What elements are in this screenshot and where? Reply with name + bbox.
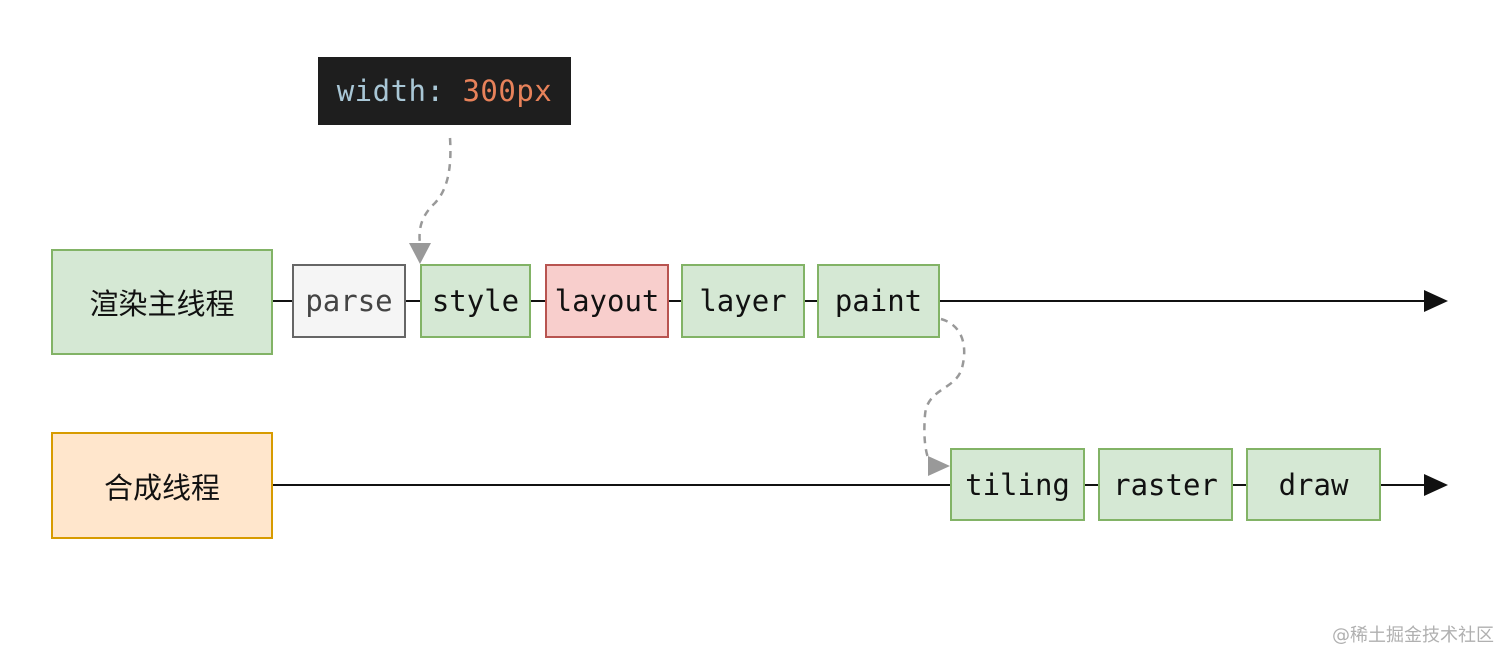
step-raster: raster: [1098, 448, 1233, 521]
code-to-style-arrow: [418, 137, 452, 245]
main-connector-4: [669, 300, 681, 302]
step-tiling: tiling: [950, 448, 1085, 521]
css-value: 300px: [462, 74, 553, 108]
compositor-timeline-arrowhead: [1424, 474, 1448, 496]
main-connector-2: [406, 300, 420, 302]
main-timeline-arrowhead: [1424, 290, 1448, 312]
paint-to-tiling-arrowhead: [928, 456, 950, 476]
compositor-tail-line: [1381, 484, 1428, 486]
main-connector-5: [805, 300, 817, 302]
code-snippet: width: 300px: [318, 57, 571, 125]
step-layer: layer: [681, 264, 805, 338]
main-connector-1: [273, 300, 292, 302]
code-to-style-arrowhead: [409, 243, 431, 264]
main-thread-label: 渲染主线程: [51, 249, 273, 355]
step-style: style: [420, 264, 531, 338]
step-layout: layout: [545, 264, 669, 338]
step-parse: parse: [292, 264, 406, 338]
css-property: width:: [336, 74, 445, 108]
main-connector-3: [531, 300, 545, 302]
compositor-connector-1: [1085, 484, 1098, 486]
watermark: @稀土掘金技术社区: [1332, 625, 1494, 646]
step-paint: paint: [817, 264, 940, 338]
compositor-timeline-line: [273, 484, 950, 486]
main-timeline-line: [940, 300, 1428, 302]
compositor-connector-2: [1233, 484, 1246, 486]
step-draw: draw: [1246, 448, 1381, 521]
compositor-thread-label: 合成线程: [51, 432, 273, 539]
paint-to-tiling-arrow: [923, 317, 966, 467]
